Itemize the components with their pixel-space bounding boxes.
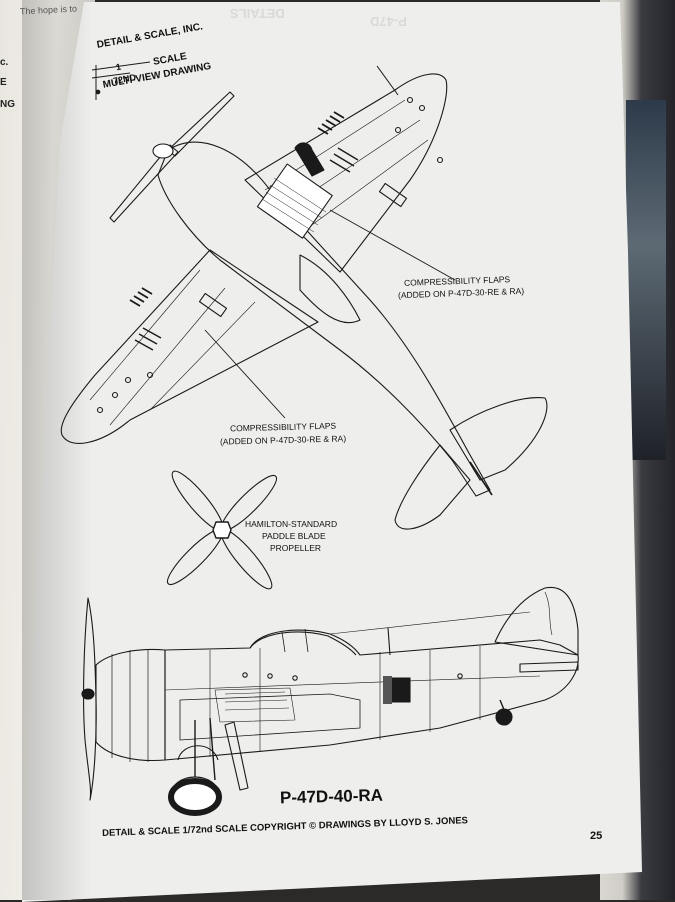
background-object bbox=[626, 100, 666, 460]
propeller-view bbox=[166, 470, 278, 590]
profile-view bbox=[81, 586, 579, 816]
left-page-fragment-3: E bbox=[0, 77, 7, 88]
callout-leader-left bbox=[204, 329, 286, 419]
planform-view bbox=[60, 65, 548, 530]
left-page-fragment-2: c. bbox=[0, 57, 9, 68]
page-gutter-shadow bbox=[22, 0, 92, 900]
callout-propeller-line2: PADDLE BLADE bbox=[262, 531, 326, 541]
callout-leader-right bbox=[329, 209, 456, 281]
book-page bbox=[22, 2, 642, 902]
callout-propeller-line3: PROPELLER bbox=[270, 543, 322, 553]
page-number: 25 bbox=[590, 830, 603, 842]
scale-graphic bbox=[91, 61, 151, 100]
left-page-fragment-4: NG bbox=[0, 99, 15, 110]
callout-propeller-line1: HAMILTON-STANDARD bbox=[245, 519, 338, 529]
model-designation: P-47D-40-RA bbox=[279, 785, 384, 808]
